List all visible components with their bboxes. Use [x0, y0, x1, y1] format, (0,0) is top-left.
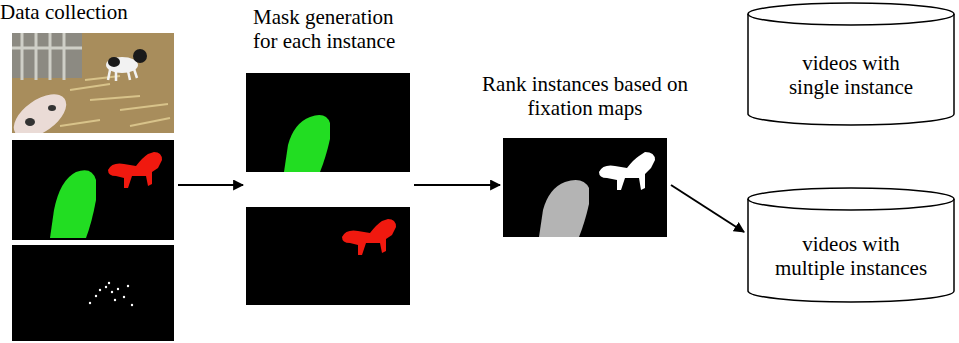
- fixation-dot: [123, 296, 125, 298]
- stage-panel-group: Data collection: [12, 33, 174, 340]
- fixation-ground: [12, 245, 174, 341]
- ranked-mask-panel: [503, 138, 667, 237]
- stage-heading: Data collection: [0, 0, 128, 24]
- dog-mask-panel: [246, 207, 410, 305]
- straw-texture: [60, 76, 170, 126]
- flow-arrow: [671, 185, 744, 232]
- fence-bar: [35, 33, 38, 80]
- flow-arrow: [414, 184, 500, 186]
- instance-mask-panel: [12, 140, 174, 240]
- fixation-dot: [89, 302, 91, 304]
- fence-bar: [63, 33, 66, 80]
- fixation-dot: [108, 282, 110, 284]
- dog-legs: [108, 69, 137, 81]
- fixation-dot: [99, 289, 101, 291]
- flow-arrow: [178, 184, 243, 186]
- farm-photo: [12, 33, 174, 133]
- pig-spot: [48, 105, 56, 111]
- stage-heading: Mask generation for each instance: [253, 5, 399, 53]
- database-label: videos with single instance: [787, 51, 915, 99]
- fixation-dot: [95, 295, 97, 297]
- stage-heading: Rank instances based on fixation maps: [480, 72, 690, 120]
- ranked-dog-mask: [599, 152, 655, 190]
- fixation-dot: [117, 288, 119, 290]
- fence-bar: [21, 33, 24, 80]
- fixation-points: [89, 282, 133, 306]
- stage-panel-group: Mask generation for each instance: [246, 73, 410, 305]
- dog-mask: [108, 152, 162, 188]
- pig-spot: [25, 118, 35, 126]
- fixation-dot: [114, 299, 116, 301]
- mask-ground: [246, 207, 410, 305]
- mask-ground: [246, 73, 410, 172]
- mask-ground: [503, 138, 667, 237]
- fence-bar: [49, 33, 52, 80]
- cylinder-rim: [748, 199, 954, 210]
- pig-mask: [284, 115, 330, 172]
- dog-head: [133, 49, 147, 63]
- fixation-dot: [131, 304, 133, 306]
- database-label: videos with multiple instances: [773, 232, 929, 280]
- database-cylinder: videos with multiple instances: [747, 188, 955, 302]
- pig-mask: [50, 170, 96, 238]
- mask-ground: [12, 140, 174, 240]
- fixation-dot: [111, 291, 113, 293]
- cylinder-body: [748, 188, 954, 302]
- cylinder-rim: [748, 14, 954, 25]
- dog-mask: [342, 219, 396, 255]
- dog-patch: [108, 57, 120, 67]
- cylinder-body: [748, 3, 954, 125]
- fixation-dot: [105, 286, 107, 288]
- fixation-map-panel: [12, 245, 174, 341]
- ranked-pig-mask: [539, 180, 589, 237]
- database-cylinder: videos with single instance: [747, 3, 955, 125]
- pig-body: [12, 86, 74, 133]
- connectors: [178, 185, 744, 232]
- pig-mask-panel: [246, 73, 410, 172]
- fixation-dot: [127, 285, 129, 287]
- stage-panel-group: Rank instances based on fixation maps: [503, 138, 667, 237]
